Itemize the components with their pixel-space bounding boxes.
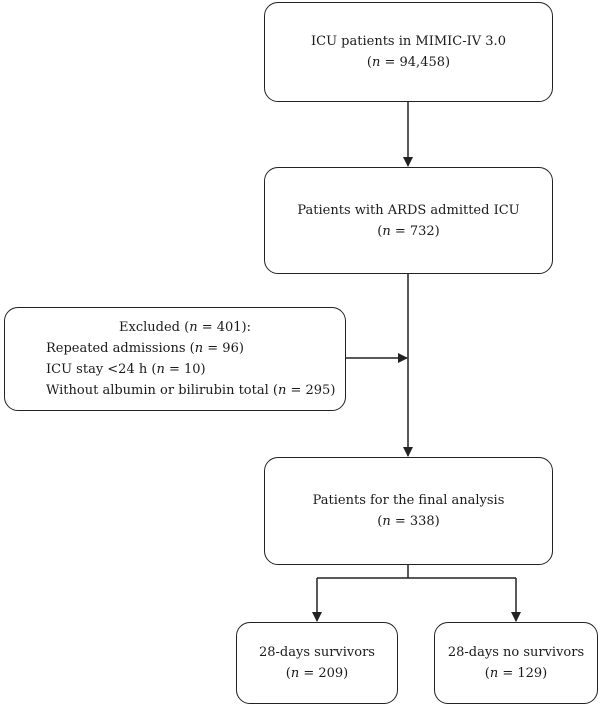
mimic-cohort-box: ICU patients in MIMIC-IV 3.0 (n = 94,458… [264, 2, 553, 102]
exclusion-item: ICU stay <24 h (n = 10) [46, 362, 206, 377]
exclusion-item: Without albumin or bilirubin total (n = … [46, 383, 336, 398]
non-survivors-title: 28-days no survivors [447, 645, 585, 660]
ards-cohort-title: Patients with ARDS admitted ICU [297, 202, 520, 218]
survivors-count: (n = 209) [285, 666, 349, 681]
mimic-cohort-title: ICU patients in MIMIC-IV 3.0 [311, 34, 506, 49]
survivors-box: 28-days survivors (n = 209) [236, 622, 398, 704]
non-survivors-count: (n = 129) [484, 666, 548, 681]
exclusion-box: Excluded (n = 401): Repeated admissions … [4, 307, 346, 411]
exclusion-item: Repeated admissions (n = 96) [46, 341, 244, 356]
exclusion-heading: Excluded (n = 401): [119, 320, 251, 335]
mimic-cohort-count: (n = 94,458) [366, 55, 451, 70]
non-survivors-box: 28-days no survivors (n = 129) [434, 622, 598, 704]
final-analysis-count: (n = 338) [377, 514, 440, 529]
final-analysis-title: Patients for the final analysis [312, 493, 505, 508]
survivors-title: 28-days survivors [259, 645, 375, 660]
ards-cohort-count: (n = 732) [377, 223, 440, 239]
ards-cohort-box: Patients with ARDS admitted ICU (n = 732… [264, 167, 553, 274]
final-analysis-box: Patients for the final analysis (n = 338… [264, 457, 553, 565]
